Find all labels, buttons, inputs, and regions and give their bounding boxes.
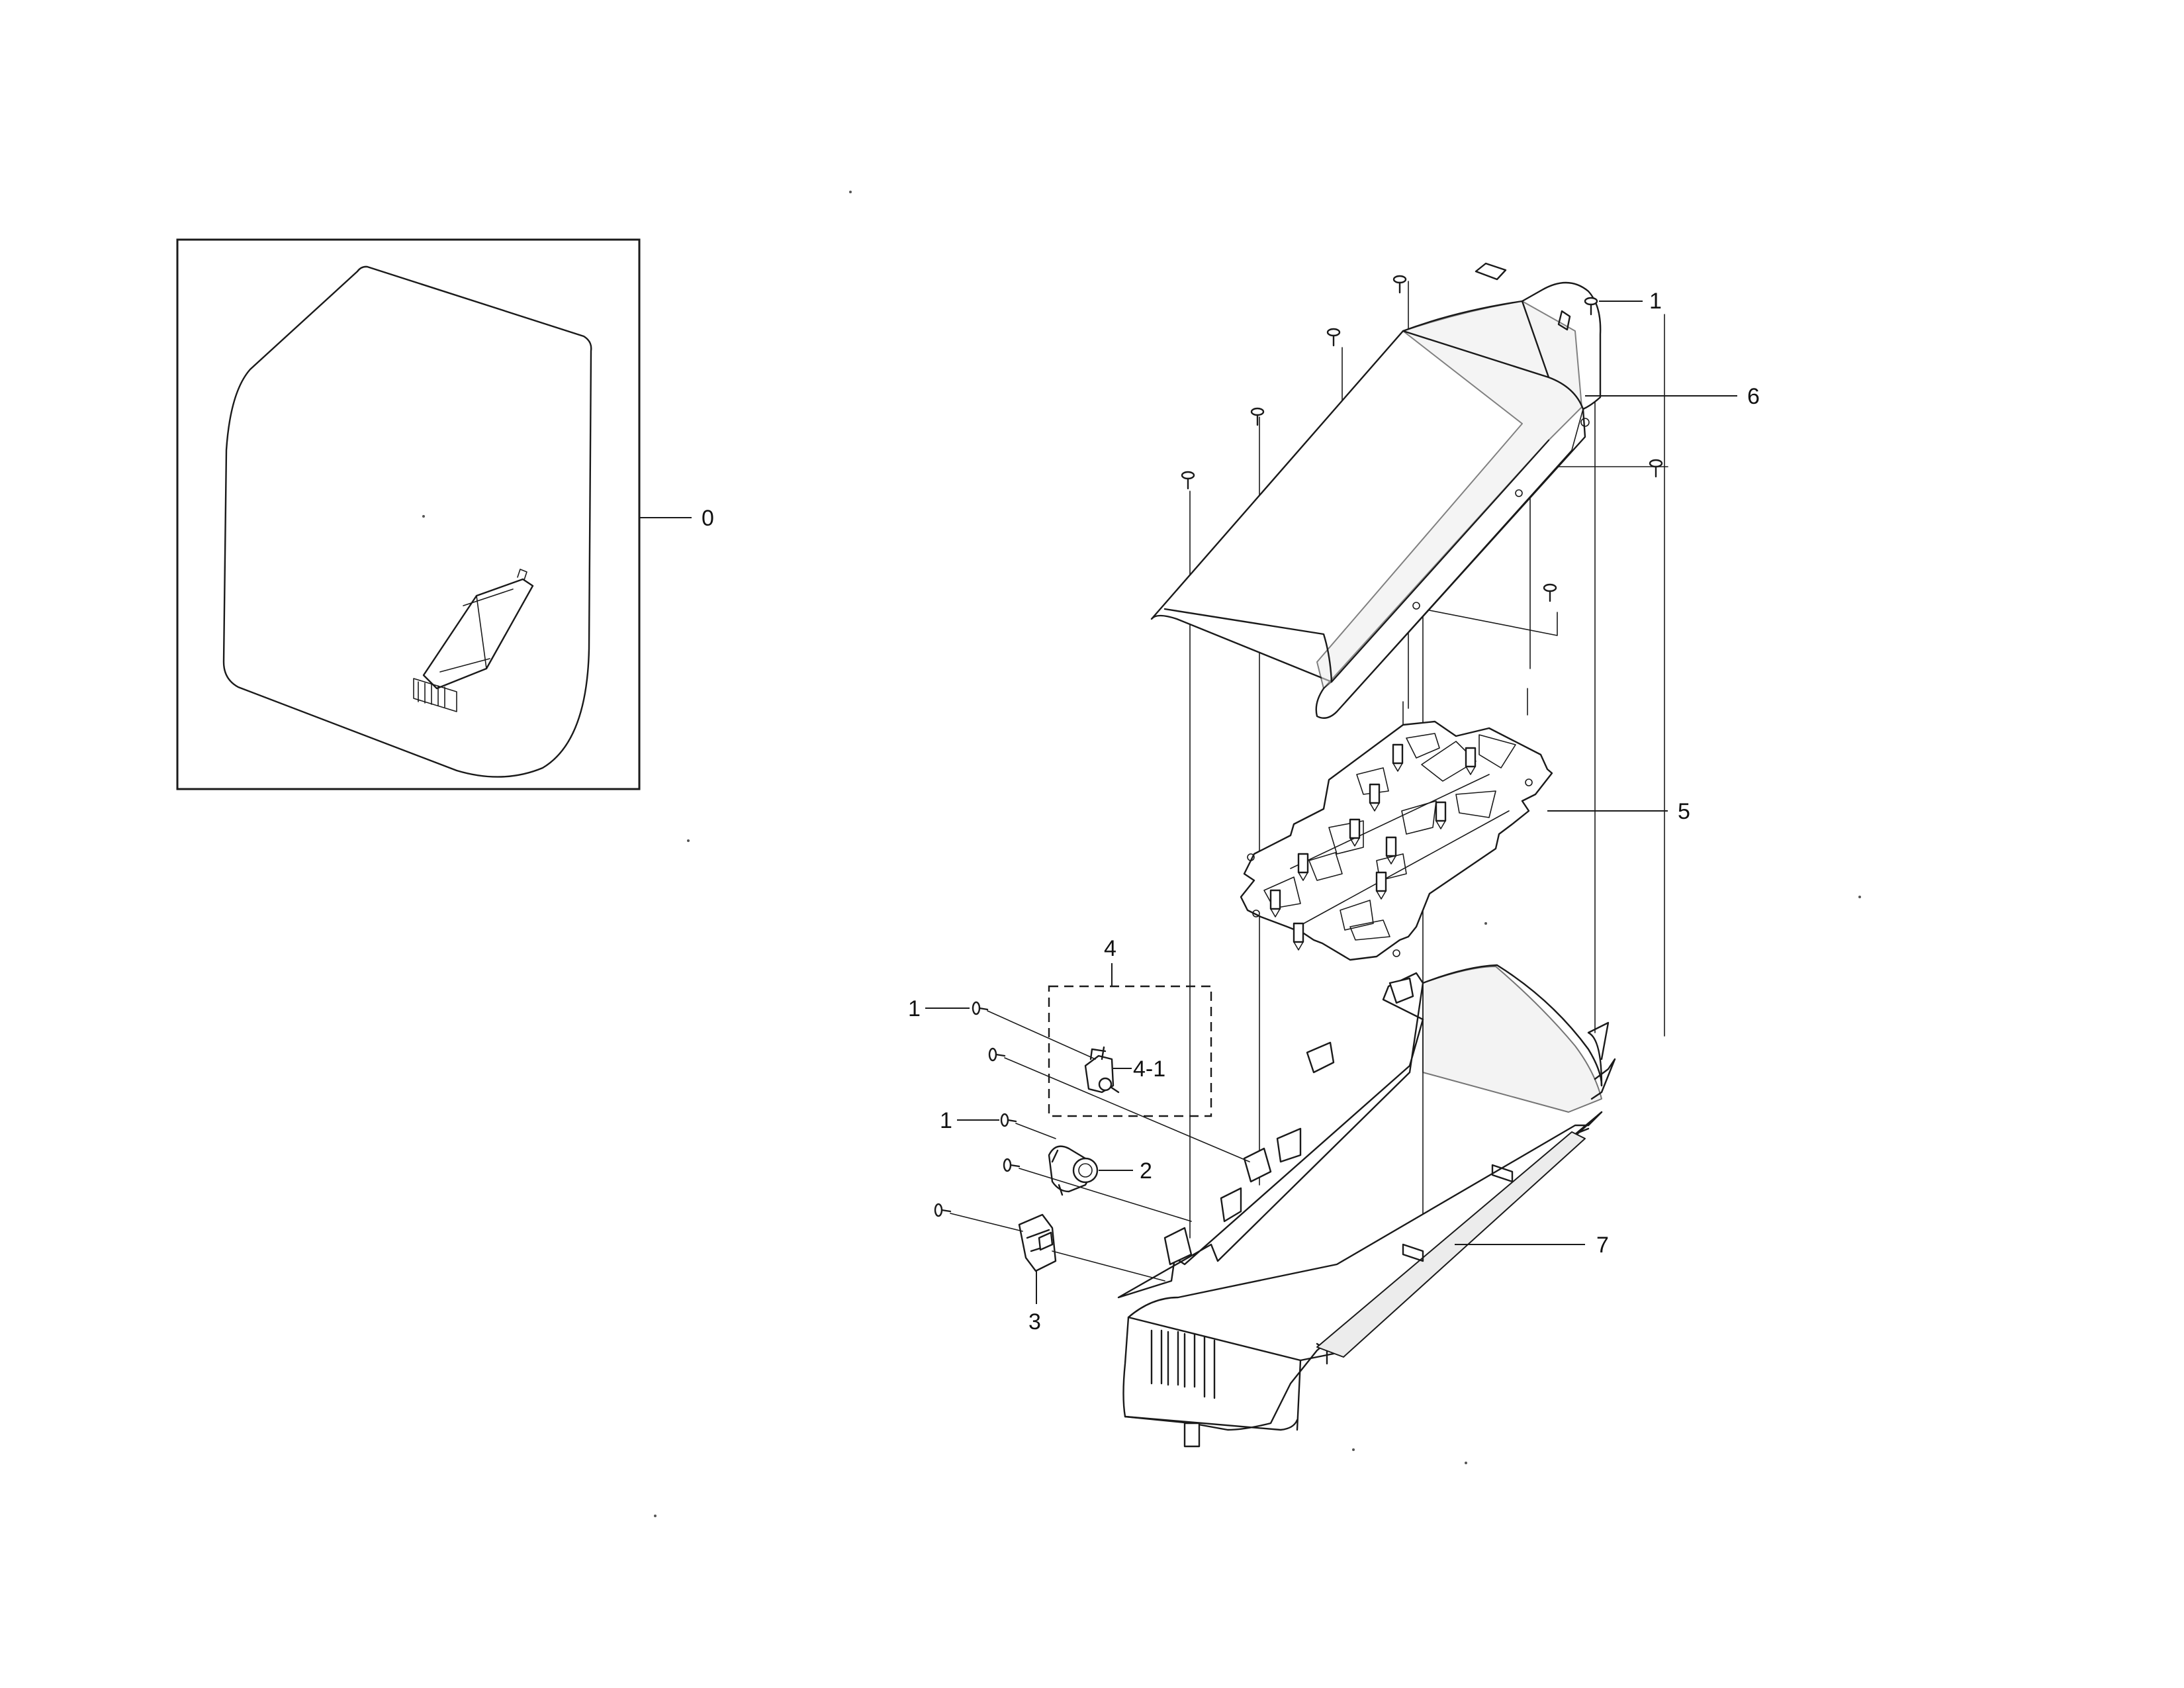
screw-icon bbox=[1250, 407, 1265, 426]
label-2: 2 bbox=[1140, 1158, 1152, 1184]
screw-icon bbox=[934, 1203, 952, 1217]
label-1-mid: 1 bbox=[908, 996, 921, 1021]
label-4-1: 4-1 bbox=[1133, 1056, 1165, 1082]
screw-icon bbox=[1649, 459, 1663, 478]
terminal-icon bbox=[1385, 836, 1397, 865]
terminal-icon bbox=[1465, 747, 1477, 775]
screw-icon bbox=[1003, 1158, 1021, 1172]
terminal-icon bbox=[1297, 853, 1309, 881]
label-0: 0 bbox=[702, 506, 714, 531]
terminal-icon bbox=[1375, 871, 1387, 900]
screw-icon bbox=[1000, 1113, 1017, 1127]
terminal-icon bbox=[1369, 783, 1381, 812]
clip-part-3 bbox=[1018, 1213, 1057, 1272]
label-6: 6 bbox=[1747, 384, 1760, 409]
screw-icon bbox=[972, 1001, 989, 1015]
inset-heater-assembly bbox=[413, 569, 534, 712]
screw-icon bbox=[1181, 471, 1195, 490]
scan-specks bbox=[654, 191, 1861, 1517]
screw-icon bbox=[1543, 583, 1557, 602]
label-3: 3 bbox=[1028, 1309, 1041, 1335]
housing-floor bbox=[1122, 1111, 1603, 1431]
screw-icon bbox=[988, 1047, 1006, 1062]
duct-cover-part-6 bbox=[1150, 262, 1602, 719]
screws-top bbox=[1181, 275, 1663, 602]
screw-icon bbox=[1392, 275, 1407, 294]
screw-icon bbox=[1326, 328, 1341, 347]
inset-frame bbox=[176, 238, 641, 790]
terminal-icon bbox=[1349, 818, 1361, 847]
heater-housing-part-7 bbox=[1117, 964, 1616, 1448]
dryer-cabinet-outline bbox=[222, 265, 592, 778]
label-1-top: 1 bbox=[1649, 289, 1662, 314]
item-4-dashed-group bbox=[1048, 985, 1212, 1117]
terminal-icon bbox=[1435, 801, 1447, 829]
terminal-icon bbox=[1392, 743, 1404, 772]
terminal-icon bbox=[1293, 922, 1304, 951]
terminal-icon bbox=[1269, 889, 1281, 917]
label-1-low: 1 bbox=[940, 1108, 952, 1133]
housing-bracket-slots bbox=[1163, 977, 1414, 1266]
thermal-fuse-part-2 bbox=[1048, 1145, 1099, 1196]
label-5: 5 bbox=[1678, 799, 1690, 824]
housing-back-curve bbox=[1422, 966, 1602, 1113]
screw-icon bbox=[1584, 297, 1598, 316]
label-4: 4 bbox=[1104, 936, 1116, 961]
thermostat-part-4-1 bbox=[1084, 1046, 1120, 1094]
heater-plate-part-5 bbox=[1240, 720, 1553, 961]
label-7: 7 bbox=[1596, 1233, 1609, 1258]
overview-inset bbox=[176, 238, 641, 790]
